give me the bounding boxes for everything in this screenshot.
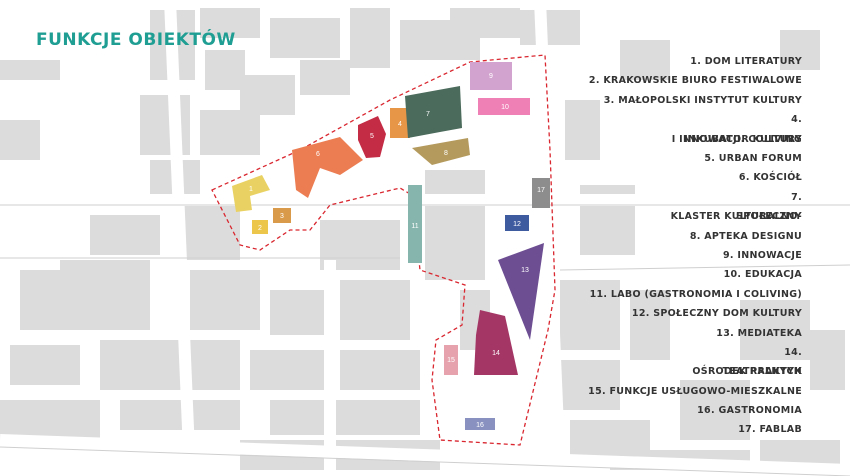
map-number-9: 9	[489, 73, 493, 80]
map-number-7: 7	[426, 111, 430, 118]
legend-number: 7.	[791, 191, 802, 203]
building-3	[273, 208, 291, 223]
map-number-11: 11	[411, 223, 418, 230]
legend-number: 4.	[791, 114, 802, 126]
legend-item-11: 11. LABO (GASTRONOMIA I COLIVING)	[588, 285, 802, 304]
legend-number: 16.	[697, 405, 715, 417]
legend-number: 14.	[784, 346, 802, 358]
building-6	[292, 137, 363, 198]
map-number-2: 2	[258, 225, 262, 232]
map-number-6: 6	[316, 151, 320, 158]
legend-item-10: 10. EDUKACJA	[588, 265, 802, 284]
legend-item-6: 6. KOŚCIÓŁ	[588, 168, 802, 187]
map-number-1: 1	[249, 186, 253, 193]
building-number-labels: 1 2 3 4 5 6 7 8 9 10 11 12 13 14 15 16 1…	[249, 73, 545, 429]
map-number-14: 14	[492, 350, 500, 357]
legend-label: OŚRODEK PRAKTYK	[692, 366, 802, 378]
legend-label: KLASTER KULTURALNO-	[670, 211, 802, 223]
building-16	[465, 418, 495, 430]
legend-number: 15.	[588, 385, 606, 397]
streets-thin	[0, 204, 850, 476]
legend-label: EDUKACJA	[744, 269, 802, 281]
building-1	[232, 175, 270, 212]
legend-number: 1.	[690, 56, 702, 67]
legend-label: INKUBATOR KULTURY	[684, 133, 802, 145]
building-4	[390, 108, 410, 138]
map-number-3: 3	[280, 213, 284, 220]
legend-item-3: 3. MAŁOPOLSKI INSTYTUT KULTURY	[588, 91, 802, 110]
map-number-5: 5	[370, 133, 374, 140]
legend-number: 13.	[716, 327, 735, 339]
legend-item-8: 8. APTEKA DESIGNU	[588, 227, 802, 246]
legend-item-16: 16. GASTRONOMIA	[588, 401, 802, 420]
legend-label: KOŚCIÓŁ	[753, 172, 802, 184]
building-10	[478, 98, 530, 115]
legend-label: GASTRONOMIA	[718, 405, 802, 417]
legend-item-17: 17. FABLAB	[588, 420, 802, 439]
map-number-10: 10	[501, 104, 509, 111]
legend-number: 10.	[723, 269, 742, 281]
legend-label: LABO (GASTRONOMIA I COLIVING)	[610, 288, 802, 300]
legend-label-line2: I INNOWACJI. COLIVING	[671, 133, 802, 145]
map-number-8: 8	[444, 150, 448, 157]
legend-number: 17.	[738, 424, 756, 436]
legend: 1. DOM LITERATURY 2. KRAKOWSKIE BIURO FE…	[588, 52, 802, 440]
legend-label: URBAN FORUM	[718, 152, 802, 164]
legend-label-line2: SPOŁECZNY	[736, 211, 802, 223]
page-title: FUNKCJE OBIEKTÓW	[36, 30, 236, 50]
building-2	[252, 220, 268, 234]
legend-label: APTEKA DESIGNU	[704, 230, 802, 242]
legend-item-9: 9. INNOWACJE	[588, 246, 802, 265]
legend-item-14: 14. OŚRODEK PRAKTYK TEATRALNYCH	[588, 343, 802, 382]
building-14	[474, 310, 518, 375]
legend-label: KRAKOWSKIE BIURO FESTIWALOWE	[603, 75, 802, 87]
legend-item-15: 15. FUNKCJE USŁUGOWO-MIESZKALNE	[588, 382, 802, 401]
building-12	[505, 215, 529, 231]
legend-number: 3.	[603, 94, 615, 106]
building-17	[532, 178, 550, 208]
building-11	[408, 185, 422, 263]
legend-label: MAŁOPOLSKI INSTYTUT KULTURY	[618, 94, 802, 106]
legend-label: SPOŁECZNY DOM KULTURY	[653, 308, 802, 320]
legend-item-2: 2. KRAKOWSKIE BIURO FESTIWALOWE	[588, 71, 802, 90]
map-number-12: 12	[513, 221, 521, 228]
legend-label-line2: TEATRALNYCH	[722, 366, 802, 378]
legend-number: 8.	[689, 230, 701, 242]
building-15	[444, 345, 458, 375]
legend-number: 6.	[738, 172, 750, 184]
legend-label: FABLAB	[759, 424, 802, 436]
legend-number: 12.	[631, 308, 650, 320]
function-buildings	[232, 62, 550, 430]
legend-item-7: 7. KLASTER KULTURALNO- SPOŁECZNY	[588, 188, 802, 227]
map-number-17: 17	[537, 187, 545, 194]
map-number-13: 13	[521, 267, 529, 274]
building-8	[412, 138, 470, 165]
building-13	[498, 243, 544, 340]
legend-number: 5.	[704, 152, 716, 164]
legend-label: FUNKCJE USŁUGOWO-MIESZKALNE	[609, 385, 802, 397]
building-7	[405, 86, 462, 138]
legend-item-4: 4. INKUBATOR KULTURY I INNOWACJI. COLIVI…	[588, 110, 802, 149]
building-9	[470, 62, 512, 90]
legend-item-5: 5. URBAN FORUM	[588, 149, 802, 168]
building-5	[358, 116, 386, 158]
legend-item-12: 12. SPOŁECZNY DOM KULTURY	[588, 304, 802, 323]
legend-number: 2.	[588, 75, 600, 87]
legend-number: 11.	[589, 288, 608, 300]
map-number-4: 4	[398, 121, 402, 128]
legend-number: 9.	[722, 249, 734, 261]
map-number-16: 16	[476, 422, 484, 429]
legend-label: DOM LITERATURY	[704, 56, 802, 67]
map-number-15: 15	[447, 357, 455, 364]
legend-item-1: 1. DOM LITERATURY	[588, 52, 802, 71]
legend-label: INNOWACJE	[737, 249, 802, 261]
legend-item-13: 13. MEDIATEKA	[588, 324, 802, 343]
legend-label: MEDIATEKA	[737, 327, 802, 339]
project-boundary	[211, 54, 556, 446]
